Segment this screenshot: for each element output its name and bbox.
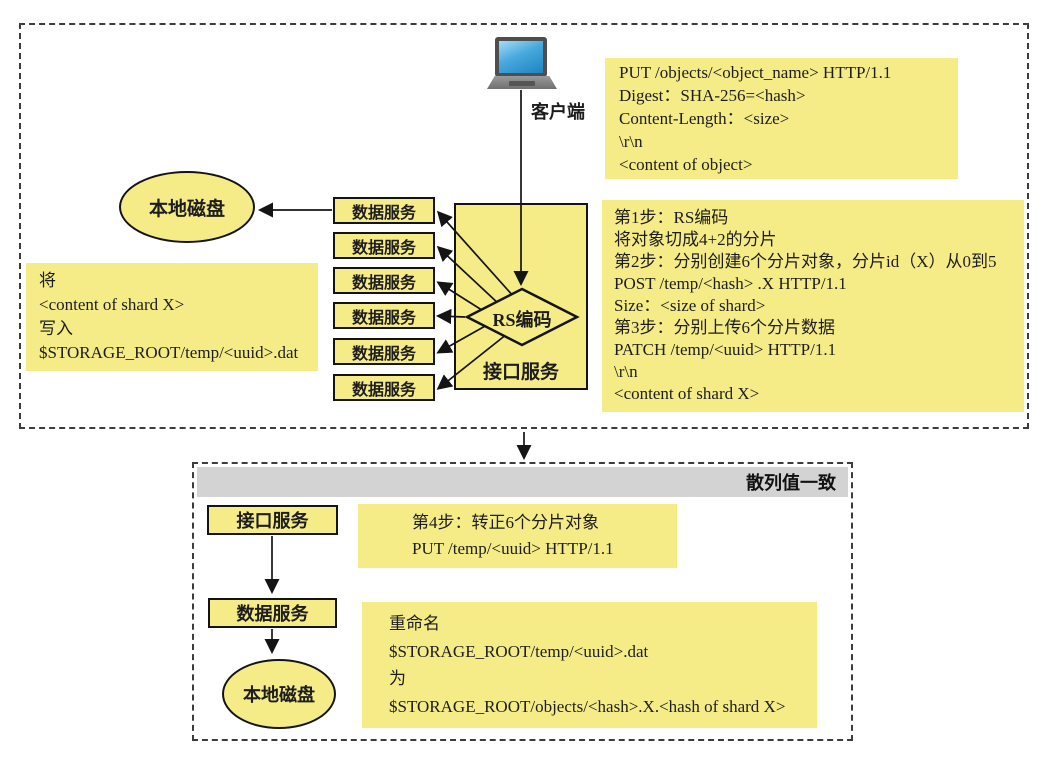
- note-line: PUT /temp/<uuid> HTTP/1.1: [412, 539, 614, 558]
- data-service-label: 数据服务: [351, 345, 416, 363]
- local-disk-ellipse: 本地磁盘: [119, 171, 255, 243]
- consistency-header-label: 散列值一致: [746, 473, 836, 493]
- note-line: 为: [389, 669, 406, 688]
- laptop-screen-icon: [495, 37, 547, 77]
- consistency-panel: 散列值一致: [192, 462, 853, 741]
- note-line: <content of shard X>: [614, 384, 760, 403]
- note-line: PUT /objects/<object_name> HTTP/1.1: [619, 63, 892, 82]
- data-service-box: 数据服务: [333, 197, 435, 224]
- note-line: <content of shard X>: [39, 295, 185, 314]
- data-service-node-label: 数据服务: [236, 604, 309, 624]
- rs-encoding-label: RS编码: [492, 310, 552, 330]
- step4-note: 第4步：转正6个分片对象 PUT /temp/<uuid> HTTP/1.1: [358, 504, 677, 568]
- data-service-label: 数据服务: [351, 274, 416, 292]
- laptop-base-icon: [487, 76, 557, 89]
- local-disk-node-label: 本地磁盘: [243, 685, 315, 705]
- data-service-box: 数据服务: [333, 374, 435, 401]
- rename-note: 重命名 $STORAGE_ROOT/temp/<uuid>.dat 为 $STO…: [362, 602, 817, 728]
- data-service-label: 数据服务: [351, 309, 416, 327]
- client-label: 客户端: [531, 102, 585, 122]
- put-request-note: PUT /objects/<object_name> HTTP/1.1 Dige…: [605, 58, 958, 179]
- note-line: 重命名: [389, 614, 440, 633]
- local-disk-node: 本地磁盘: [222, 659, 336, 729]
- data-service-box: 数据服务: [333, 267, 435, 294]
- interface-service-label: 接口服务: [482, 362, 559, 383]
- data-service-box: 数据服务: [333, 232, 435, 259]
- write-shard-note: 将 <content of shard X> 写入 $STORAGE_ROOT/…: [26, 263, 318, 371]
- note-line: 第2步：分别创建6个分片对象，分片id（X）从0到5: [614, 252, 997, 271]
- note-line: 第1步：RS编码: [614, 208, 729, 227]
- note-line: \r\n: [619, 132, 643, 151]
- note-line: 将对象切成4+2的分片: [614, 230, 777, 249]
- note-line: $STORAGE_ROOT/objects/<hash>.X.<hash of …: [389, 696, 786, 716]
- interface-service-node-label: 接口服务: [236, 511, 309, 531]
- laptop-icon: [487, 37, 557, 89]
- consistency-header: 散列值一致: [197, 467, 848, 497]
- note-line: PATCH /temp/<uuid> HTTP/1.1: [614, 340, 837, 359]
- note-line: $STORAGE_ROOT/temp/<uuid>.dat: [39, 343, 299, 362]
- note-line: 将: [39, 271, 56, 290]
- data-service-label: 数据服务: [351, 381, 416, 399]
- local-disk-label: 本地磁盘: [148, 198, 225, 220]
- steps-note: 第1步：RS编码 将对象切成4+2的分片 第2步：分别创建6个分片对象，分片id…: [602, 200, 1024, 412]
- data-service-label: 数据服务: [351, 239, 416, 257]
- note-line: <content of object>: [619, 155, 753, 174]
- top-flow-panel: [19, 23, 1029, 429]
- data-service-box: 数据服务: [333, 302, 435, 329]
- note-line: Size：<size of shard>: [614, 296, 766, 315]
- note-line: $STORAGE_ROOT/temp/<uuid>.dat: [389, 641, 649, 661]
- data-service-box: 数据服务: [333, 338, 435, 365]
- note-line: \r\n: [614, 362, 638, 381]
- note-line: Digest：SHA-256=<hash>: [619, 86, 806, 105]
- data-service-label: 数据服务: [351, 204, 416, 222]
- note-line: 第3步：分别上传6个分片数据: [614, 318, 835, 337]
- note-line: Content-Length：<size>: [619, 109, 790, 128]
- note-line: 写入: [39, 319, 73, 338]
- note-line: POST /temp/<hash> .X HTTP/1.1: [614, 274, 847, 293]
- note-line: 第4步：转正6个分片对象: [412, 513, 599, 532]
- interface-service-node: 接口服务: [207, 505, 338, 535]
- data-service-node: 数据服务: [208, 598, 337, 628]
